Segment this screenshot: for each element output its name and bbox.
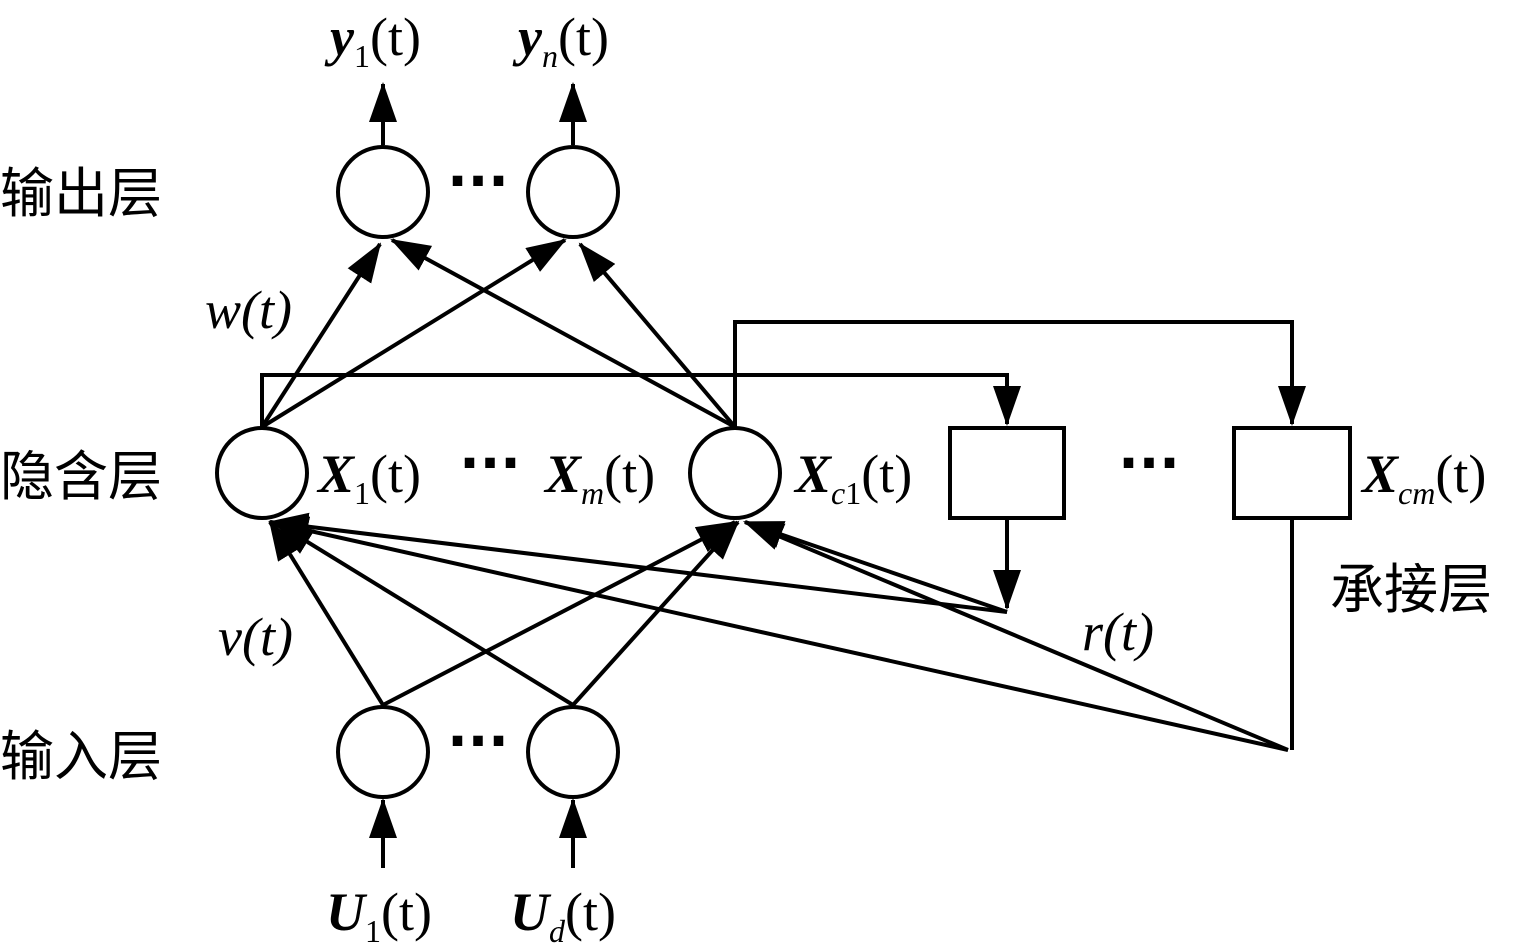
- edge-cm-h1: [268, 516, 1289, 752]
- edge-c1-h1: [268, 512, 1008, 614]
- output-label-y1: y1(t): [324, 7, 421, 74]
- input-layer-label: 输入层: [0, 725, 162, 788]
- output-node-n: [526, 145, 620, 239]
- context-layer-label: 承接层: [1330, 558, 1492, 621]
- context-node-1: [948, 426, 1066, 520]
- weight-label-r: r(t): [1082, 602, 1154, 662]
- output-node-1: [336, 145, 430, 239]
- context-node-m: [1232, 426, 1352, 520]
- edge-h1-on: [260, 238, 567, 429]
- output-layer-label: 输出层: [0, 162, 162, 225]
- edge-id-h1: [273, 520, 575, 707]
- hidden-node-m: [688, 426, 782, 520]
- context-label-xc1: Xc1(t): [793, 444, 912, 511]
- hidden-layer-label: 隐含层: [0, 445, 162, 508]
- weight-label-w: w(t): [205, 280, 292, 340]
- output-label-yn: yn(t): [512, 7, 609, 74]
- input-node-d: [526, 705, 620, 799]
- edge-hm-o1: [390, 238, 736, 429]
- input-ellipsis: ···: [447, 710, 509, 773]
- weight-label-v: v(t): [218, 607, 293, 667]
- input-label-u1: U1(t): [326, 882, 432, 947]
- context-ellipsis: ···: [1118, 432, 1180, 495]
- edge-h1-o1: [260, 242, 382, 429]
- hidden-ellipsis: ···: [459, 432, 521, 495]
- hidden-label-x1: X1(t): [316, 444, 421, 511]
- edge-id-hm: [571, 520, 740, 707]
- edge-i1-hm: [382, 520, 737, 707]
- context-label-xcm: Xcm(t): [1360, 444, 1486, 511]
- edge-hm-on: [578, 242, 737, 429]
- output-ellipsis: ···: [447, 150, 509, 213]
- edge-c1-hm: [743, 520, 1008, 614]
- hidden-label-xm: Xm(t): [543, 444, 655, 511]
- edge-cm-hm: [743, 520, 1289, 752]
- input-label-ud: Ud(t): [510, 882, 616, 947]
- input-node-1: [336, 705, 430, 799]
- copy-line-h1-c1: [260, 373, 1021, 427]
- hidden-node-1: [215, 426, 309, 520]
- copy-line-hm-cm: [733, 320, 1306, 427]
